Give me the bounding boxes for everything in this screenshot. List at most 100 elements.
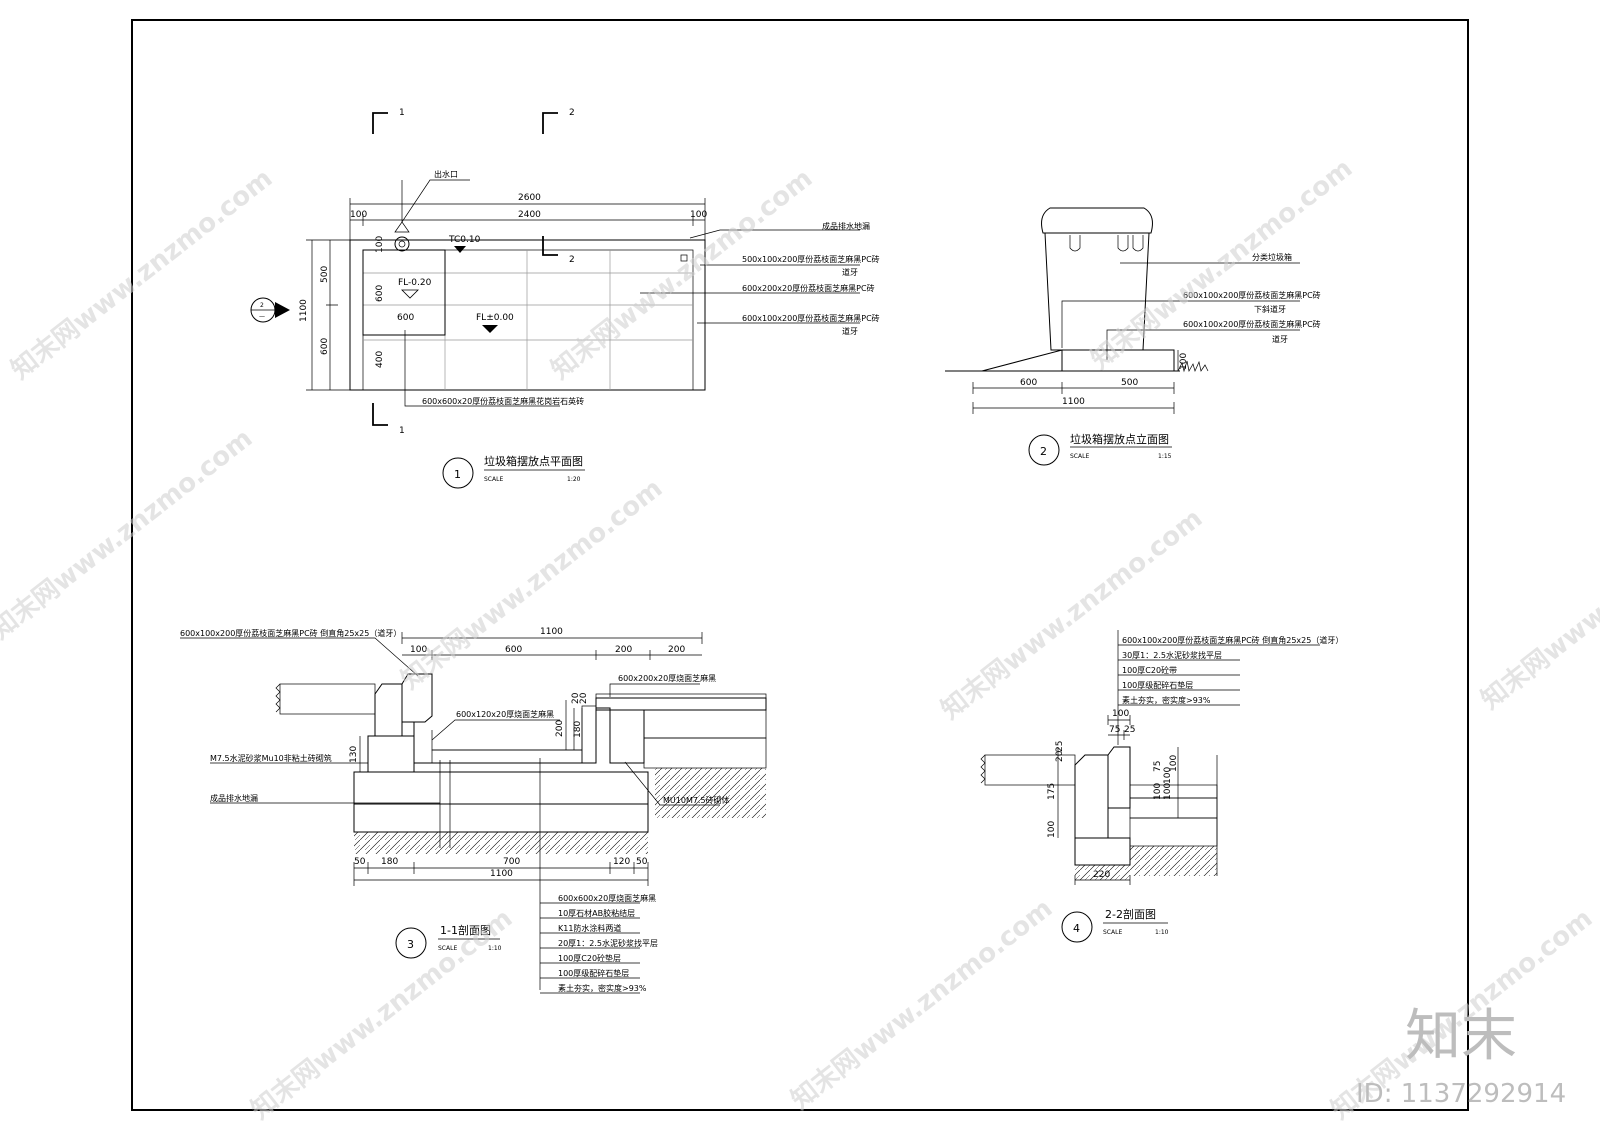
s22-dim-25: 25 xyxy=(1124,725,1135,735)
plan-title-number: 1 xyxy=(454,468,461,481)
level-fl-pit: FL-0.20 xyxy=(398,278,432,288)
s11-dim-200: 200 xyxy=(555,720,565,737)
level-fl-floor: FL±0.00 xyxy=(476,313,514,323)
section-marker-2-mid: 2 xyxy=(569,255,575,265)
plan-callout-curb-600: 600x100x200厚份荔枝面芝麻黑PC砖 xyxy=(742,313,880,323)
dim-total-height: 1100 xyxy=(299,299,309,322)
watermark-8: 知末网www.znzmo.com xyxy=(246,903,518,1125)
dim-pit-height: 600 xyxy=(375,285,385,302)
elev-callout-sloped: 600x100x200厚份荔枝面芝麻黑PC砖 xyxy=(1183,290,1321,300)
base-concrete xyxy=(353,771,649,805)
s11-callout-curb: 600x100x200厚份荔枝面芝麻黑PC砖 倒直角25x25（道牙） xyxy=(180,628,401,638)
s11-layer-7: 素土夯实，密实度>93% xyxy=(558,983,647,993)
elev-callout-curb-note: 道牙 xyxy=(1272,334,1288,344)
s22-layer-5: 素土夯实，密实度>93% xyxy=(1122,695,1211,705)
s11-layer-list: 600x600x20厚烧面芝麻黑 10厚石材AB胶粘结层 K11防水涂料两道 2… xyxy=(540,893,658,994)
s22-dim-25b: 25 xyxy=(1055,741,1065,752)
base-gravel xyxy=(353,803,649,833)
grass-icon xyxy=(1177,360,1209,373)
s11-dim-bot-d: 120 xyxy=(613,857,630,867)
s22-layer-list: 600x100x200厚份荔枝面芝麻黑PC砖 倒直角25x25（道牙） 30厚1… xyxy=(1118,635,1343,706)
plan-scale-label: SCALE xyxy=(484,476,503,483)
watermark-3: 知末网www.znzmo.com xyxy=(1086,153,1358,375)
watermark-2: 知末网www.znzmo.com xyxy=(546,163,818,385)
watermark-1: 知末网www.znzmo.com xyxy=(6,163,278,385)
s22-dim-75: 75 xyxy=(1109,725,1120,735)
s11-dim-c: 200 xyxy=(615,645,632,655)
s11-scale: 1:10 xyxy=(488,945,502,952)
elev-title-number: 2 xyxy=(1040,445,1047,458)
s22-layer-4: 100厚级配碎石垫层 xyxy=(1122,680,1193,690)
corner-drain-icon xyxy=(680,254,688,262)
s22-layer-2: 30厚1：2.5水泥砂浆找平层 xyxy=(1122,650,1222,660)
section-marker-1-bottom: 1 xyxy=(399,426,405,436)
s11-dim-bot-e: 50 xyxy=(636,857,648,867)
drain-pit xyxy=(362,249,446,336)
plan-callout-curb-500: 500x100x200厚份荔枝面芝麻黑PC砖 xyxy=(742,254,880,264)
view-marker-num: 2 xyxy=(260,302,264,309)
s22-dim-175: 175 xyxy=(1047,783,1057,800)
plan-callout-paver: 600x200x20厚份荔枝面芝麻黑PC砖 xyxy=(742,283,875,293)
dim-pit-bottom: 400 xyxy=(375,351,385,368)
plan-scale: 1:20 xyxy=(567,476,581,483)
s11-layer-6: 100厚级配碎石垫层 xyxy=(558,968,629,978)
s11-dim-bot-a: 50 xyxy=(354,857,366,867)
s22-layer-1: 600x100x200厚份荔枝面芝麻黑PC砖 倒直角25x25（道牙） xyxy=(1122,635,1343,645)
brand-logo: 知末 xyxy=(1405,1004,1517,1069)
s11-dim-bot-c: 700 xyxy=(503,857,520,867)
s22-dim-75b: 75 xyxy=(1153,761,1163,772)
plan-callout-curb-600-note: 道牙 xyxy=(842,326,858,336)
watermark-4: 知末网www.znzmo.com xyxy=(0,423,258,645)
image-id: ID: 1137292914 xyxy=(1356,1079,1566,1109)
elev-dim-600: 600 xyxy=(1020,378,1037,388)
s11-dim-d: 200 xyxy=(668,645,685,655)
s11-dim-130: 130 xyxy=(349,746,359,763)
s11-dim-20a: 20 xyxy=(571,692,581,704)
s11-dim-20b: 20 xyxy=(579,692,589,704)
s11-callout-floor: 600x200x20厚烧面芝麻黑 xyxy=(618,673,716,683)
dim-pit-width: 600 xyxy=(397,313,414,323)
s11-layer-3: K11防水涂料两道 xyxy=(558,923,621,933)
section-1-1: 1100 100 600 200 200 50 180 700 120 50 1… xyxy=(180,627,767,994)
s22-title-number: 4 xyxy=(1073,922,1080,935)
s11-dim-bot-b: 180 xyxy=(381,857,398,867)
view-marker-sub: — xyxy=(259,313,265,320)
elev-scale: 1:15 xyxy=(1158,453,1172,460)
s11-title-number: 3 xyxy=(407,938,414,951)
sloped-curb xyxy=(981,349,1063,372)
s11-title-circle xyxy=(395,927,427,959)
s22-scale: 1:10 xyxy=(1155,929,1169,936)
watermark-6: 知末网www.znzmo.com xyxy=(936,503,1208,725)
s11-callout-brick: MU10M7.5砖砌体 xyxy=(663,795,730,805)
s11-title: 1-1剖面图 xyxy=(440,923,491,937)
watermark-7: 知末网www.znzmo.com xyxy=(1476,493,1600,715)
s22-curb-stone xyxy=(1107,746,1131,809)
s11-dim-b: 600 xyxy=(505,645,522,655)
s11-callout-drain: 成品排水地漏 xyxy=(210,793,258,803)
s22-dim-20: 20 xyxy=(1055,750,1065,762)
section-marker-1-top: 1 xyxy=(399,108,405,118)
brick-wall-left xyxy=(367,735,415,773)
brick-wall-right xyxy=(609,709,645,764)
elev-callout-curb: 600x100x200厚份荔枝面芝麻黑PC砖 xyxy=(1183,319,1321,329)
s22-dim-100f: 100 xyxy=(1163,767,1173,784)
elev-callout-bin: 分类垃圾箱 xyxy=(1252,252,1292,262)
s22-title: 2-2剖面图 xyxy=(1105,907,1156,921)
s22-dim-100: 100 xyxy=(1112,709,1129,719)
floor-slab xyxy=(595,697,767,711)
s11-layer-1: 600x600x20厚烧面芝麻黑 xyxy=(558,893,656,903)
outlet-icon xyxy=(394,236,410,252)
plan-callout-curb-500-note: 道牙 xyxy=(842,267,858,277)
plan-title: 垃圾箱摆放点平面图 xyxy=(484,454,583,468)
curb-stone xyxy=(401,673,433,723)
watermark-layer: 知末网www.znzmo.com 知末网www.znzmo.com 知末网www… xyxy=(0,153,1600,1125)
plan-callout-stone: 600x600x20厚份荔枝面芝麻黑花岗岩石英砖 xyxy=(422,396,584,406)
s22-curb-base xyxy=(1074,754,1109,839)
dim-inner-width: 2400 xyxy=(518,210,541,220)
bin-lid xyxy=(1041,207,1153,234)
section-2-2: 600x100x200厚份荔枝面芝麻黑PC砖 倒直角25x25（道牙） 30厚1… xyxy=(980,630,1343,943)
s22-dim-100b: 100 xyxy=(1169,755,1179,772)
s22-dim-220: 220 xyxy=(1093,870,1110,880)
elev-dim-1100: 1100 xyxy=(1062,397,1085,407)
